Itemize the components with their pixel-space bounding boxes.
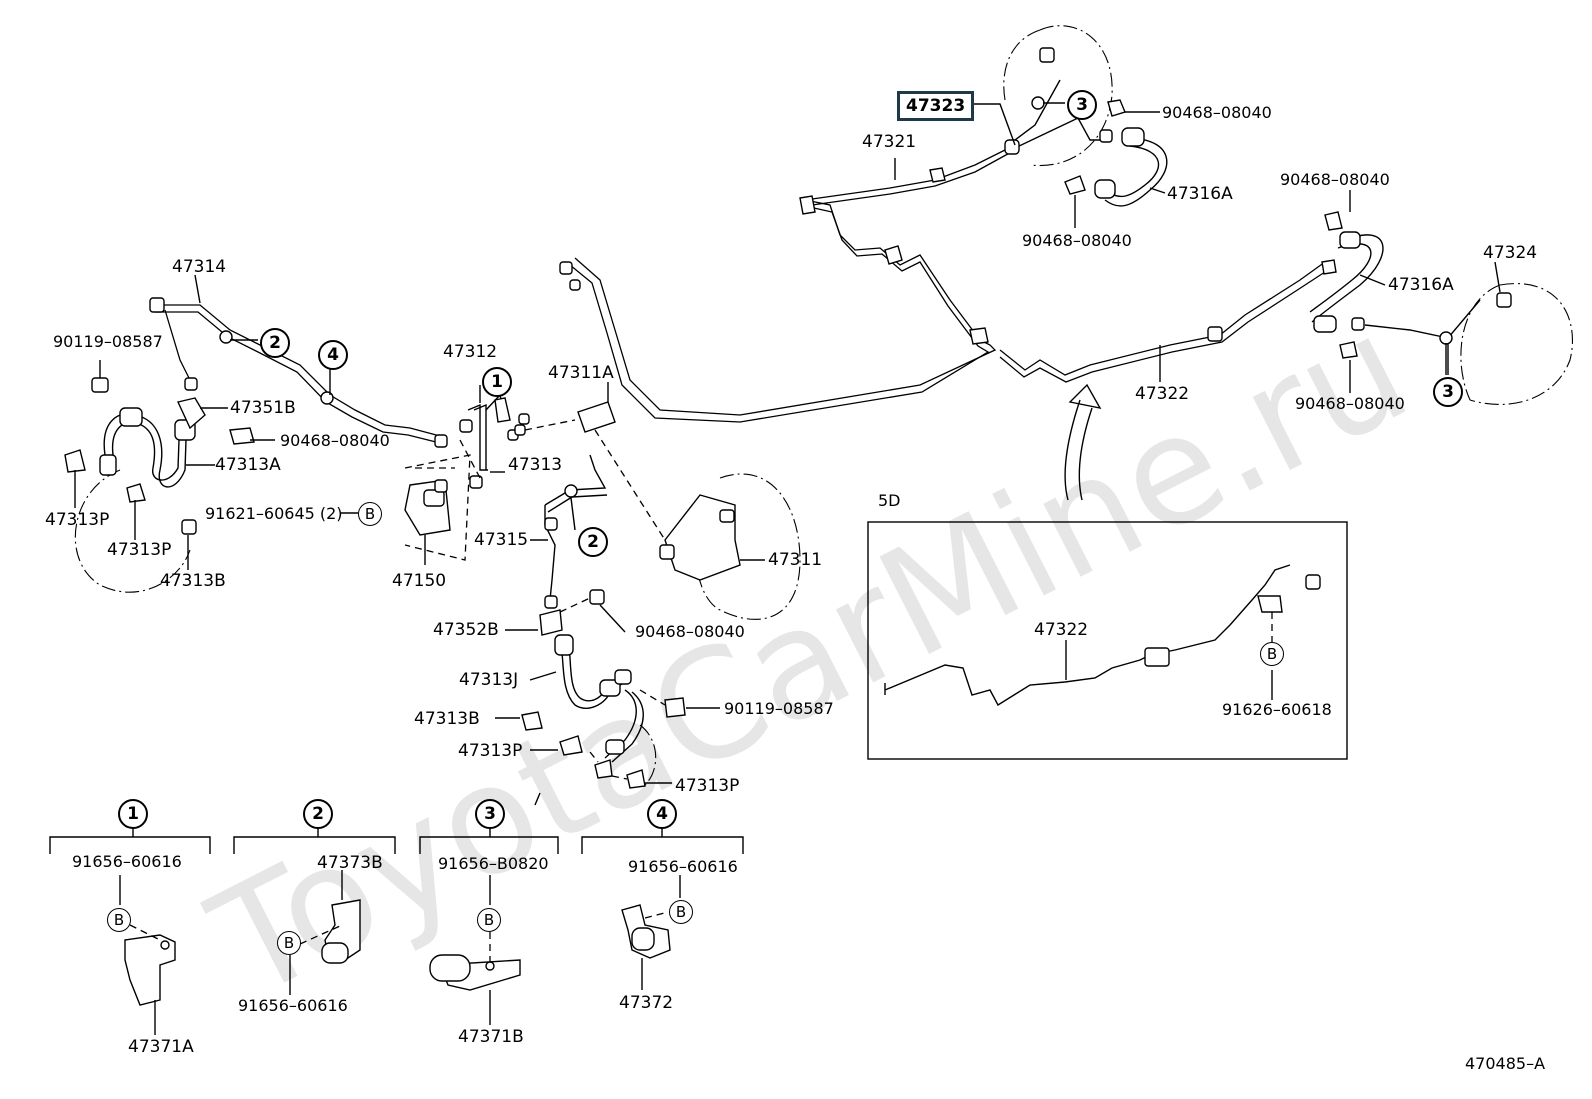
detail-4-part: 47372 — [619, 993, 674, 1013]
detail-1-bolt: 91656–60616 — [72, 852, 182, 871]
label-90468-right-bottom: 90468–08040 — [1295, 394, 1405, 413]
label-47313b-left: 47313B — [160, 571, 226, 591]
inset-bolt-b: B — [1260, 642, 1284, 666]
label-91621: 91621–60645 (2) — [205, 504, 343, 523]
detail-3-part: 47371B — [458, 1027, 524, 1047]
label-47316a-top: 47316A — [1167, 184, 1233, 204]
label-47312: 47312 — [443, 342, 498, 362]
label-47311: 47311 — [768, 550, 823, 570]
label-90468-right-top: 90468–08040 — [1280, 170, 1390, 189]
label-90468-top-right: 90468–08040 — [1162, 103, 1272, 122]
detail-4-callout: 4 — [647, 799, 677, 829]
label-47313b-mid: 47313B — [414, 709, 480, 729]
label-47313p-left-1: 47313P — [45, 510, 110, 530]
label-47315: 47315 — [474, 530, 529, 550]
bolt-b-91621: B — [358, 502, 382, 526]
label-47324: 47324 — [1483, 243, 1538, 263]
detail-2-callout: 2 — [303, 799, 333, 829]
callout-1-center: 1 — [482, 367, 512, 397]
detail-3-callout: 3 — [475, 799, 505, 829]
detail-3-bolt-b: B — [477, 908, 501, 932]
detail-1-bolt-b: B — [107, 908, 131, 932]
label-90468-top-bottom: 90468–08040 — [1022, 231, 1132, 250]
label-90119-mid: 90119–08587 — [724, 699, 834, 718]
label-47313p-left-2: 47313P — [107, 540, 172, 560]
inset-frame — [867, 521, 1348, 760]
label-90468-left: 90468–08040 — [280, 431, 390, 450]
detail-2-part: 47373B — [317, 853, 383, 873]
label-47321: 47321 — [862, 132, 917, 152]
label-47351b: 47351B — [230, 398, 296, 418]
label-90119-left: 90119–08587 — [53, 332, 163, 351]
detail-1-callout: 1 — [118, 799, 148, 829]
label-47314: 47314 — [172, 257, 227, 277]
label-47313: 47313 — [508, 455, 563, 475]
inset-title: 5D — [878, 491, 901, 510]
label-47313p-mid-1: 47313P — [458, 741, 523, 761]
highlighted-part-47323[interactable]: 47323 — [897, 91, 975, 122]
watermark: ToyotaCarMine.ru — [186, 282, 1433, 1032]
inset-label-91626: 91626–60618 — [1222, 700, 1332, 719]
label-47311a: 47311A — [548, 363, 614, 383]
detail-3-bolt: 91656–B0820 — [438, 854, 549, 873]
label-47316a-right: 47316A — [1388, 275, 1454, 295]
detail-2-bolt-b: B — [277, 931, 301, 955]
callout-3-top: 3 — [1067, 90, 1097, 120]
label-47322: 47322 — [1135, 384, 1190, 404]
label-90468-mid: 90468–08040 — [635, 622, 745, 641]
detail-4-bolt-b: B — [669, 900, 693, 924]
callout-4-left: 4 — [318, 340, 348, 370]
label-47150: 47150 — [392, 571, 447, 591]
label-47313a: 47313A — [215, 455, 281, 475]
callout-3-right: 3 — [1433, 377, 1463, 407]
label-47313j: 47313J — [459, 670, 519, 690]
callout-2-left: 2 — [260, 328, 290, 358]
detail-1-part: 47371A — [128, 1037, 194, 1057]
label-47313p-mid-2: 47313P — [675, 776, 740, 796]
label-47352b: 47352B — [433, 620, 499, 640]
inset-label-47322: 47322 — [1034, 620, 1089, 640]
detail-4-bolt: 91656–60616 — [628, 857, 738, 876]
figure-id: 470485–A — [1465, 1054, 1546, 1073]
detail-2-bolt: 91656–60616 — [238, 996, 348, 1015]
callout-2-center: 2 — [578, 527, 608, 557]
